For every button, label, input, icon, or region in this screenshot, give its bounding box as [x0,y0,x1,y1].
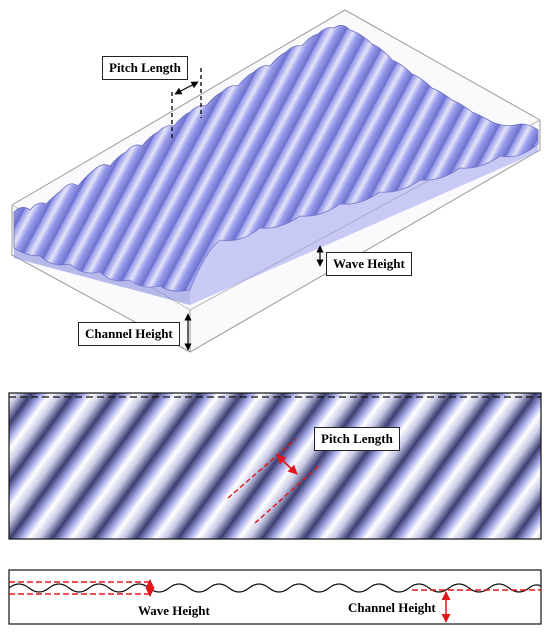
isometric-view [11,9,541,353]
channel-height-label-3d: Channel Height [78,322,180,346]
channel-height-label-side: Channel Height [348,600,436,615]
top-view-surface [8,392,542,540]
wavy-surface [13,25,539,292]
side-view-wave [8,583,542,593]
wave-height-label-side: Wave Height [138,603,210,618]
front-face [14,248,190,305]
side-view [8,569,542,625]
wave-height-label-3d: Wave Height [326,252,412,276]
side-view-channel [8,569,542,625]
top-view [8,392,542,540]
side-face [190,144,538,305]
pitch-length-label-3d: Pitch Length [102,56,188,80]
pitch-length-label-top: Pitch Length [314,427,400,451]
